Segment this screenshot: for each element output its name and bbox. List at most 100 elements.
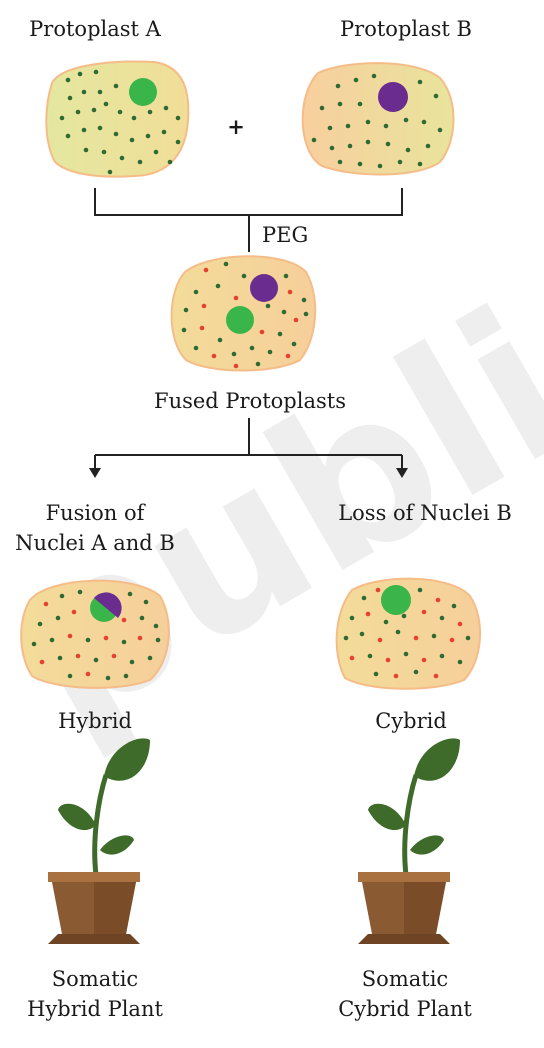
organelle-dot (397, 159, 403, 165)
organelle-dot (349, 615, 355, 621)
organelle-dot (145, 133, 151, 139)
organelle-dot (367, 653, 373, 659)
organelle-dot (155, 637, 161, 643)
cybrid-organelles (343, 587, 471, 679)
organelle-dot (395, 629, 401, 635)
organelle-dot (287, 289, 293, 295)
plant-leaf (104, 738, 150, 781)
organelle-dot (385, 657, 391, 663)
organelle-dot (353, 77, 359, 83)
organelle-dot (277, 331, 283, 337)
organelle-dot (85, 637, 91, 643)
organelle-dot (457, 621, 463, 627)
organelle-dot (37, 621, 43, 627)
organelle-dot (385, 141, 391, 147)
organelle-dot (413, 635, 419, 641)
organelle-dot (167, 159, 173, 165)
organelle-dot (357, 161, 363, 167)
organelle-dot (377, 637, 383, 643)
protoplast-b-organelles (311, 73, 443, 169)
organelle-dot (291, 341, 297, 347)
organelle-dot (77, 71, 83, 77)
organelle-dot (199, 325, 205, 331)
organelle-dot (67, 95, 73, 101)
organelle-dot (327, 125, 333, 131)
organelle-dot (361, 595, 367, 601)
organelle-dot (193, 289, 199, 295)
organelle-dot (343, 635, 349, 641)
organelle-dot (93, 69, 99, 75)
organelle-dot (153, 149, 159, 155)
organelle-dot (31, 641, 37, 647)
fused-organelles (181, 261, 309, 369)
organelle-dot (417, 161, 423, 167)
label-protoplast-b: Protoplast B (340, 17, 472, 41)
organelle-dot (93, 657, 99, 663)
organelle-dot (437, 127, 443, 133)
organelle-dot (417, 587, 423, 593)
left-arrow-head (89, 468, 101, 478)
organelle-dot (143, 599, 149, 605)
organelle-dot (59, 115, 65, 121)
organelle-dot (85, 671, 91, 677)
organelle-dot (365, 611, 371, 617)
organelle-dot (39, 659, 45, 665)
organelle-dot (81, 127, 87, 133)
organelle-dot (371, 73, 377, 79)
organelle-dot (121, 639, 127, 645)
organelle-dot (417, 79, 423, 85)
label-fused-protoplasts: Fused Protoplasts (154, 389, 346, 413)
label-loss-nuclei-b: Loss of Nuclei B (338, 501, 512, 525)
organelle-dot (285, 353, 291, 359)
organelle-dot (347, 143, 353, 149)
organelle-dot (439, 615, 445, 621)
plant-stem (402, 774, 419, 876)
organelle-dot (421, 119, 427, 125)
hybrid-cell (20, 579, 170, 689)
organelle-dot (131, 115, 137, 121)
organelle-dot (181, 327, 187, 333)
organelle-dot (147, 109, 153, 115)
organelle-dot (113, 131, 119, 137)
fused-nucleus-a (226, 306, 254, 334)
organelle-dot (233, 295, 239, 301)
organelle-dot (105, 675, 111, 681)
organelle-dot (203, 267, 209, 273)
organelle-dot (421, 657, 427, 663)
organelle-dot (405, 147, 411, 153)
organelle-dot (435, 597, 441, 603)
organelle-dot (103, 635, 109, 641)
organelle-dot (265, 303, 271, 309)
organelle-dot (451, 603, 457, 609)
organelle-dot (337, 159, 343, 165)
organelle-dot (139, 615, 145, 621)
pot-rim (358, 872, 450, 882)
plant-leaf (414, 738, 460, 781)
organelle-dot (433, 93, 439, 99)
organelle-dot (183, 307, 189, 313)
label-fusion-line2: Nuclei A and B (15, 531, 175, 555)
organelle-dot (283, 273, 289, 279)
organelle-dot (223, 261, 229, 267)
pot-saucer (358, 934, 450, 944)
organelle-dot (101, 149, 107, 155)
protoplast-a-organelles (59, 69, 181, 175)
organelle-dot (77, 589, 83, 595)
organelle-dot (383, 619, 389, 625)
organelle-dot (161, 129, 167, 135)
label-fusion-line1: Fusion of (45, 501, 145, 525)
organelle-dot (97, 89, 103, 95)
hybrid-organelles (31, 589, 161, 681)
organelle-dot (201, 303, 207, 309)
organelle-dot (75, 109, 81, 115)
protoplast-b-cell (301, 62, 455, 176)
organelle-dot (163, 105, 169, 111)
organelle-dot (413, 669, 419, 675)
organelle-dot (65, 133, 71, 139)
organelle-dot (373, 671, 379, 677)
organelle-dot (121, 617, 127, 623)
label-plus: + (227, 114, 245, 139)
organelle-dot (439, 653, 445, 659)
organelle-dot (281, 309, 287, 315)
organelle-dot (147, 655, 153, 661)
